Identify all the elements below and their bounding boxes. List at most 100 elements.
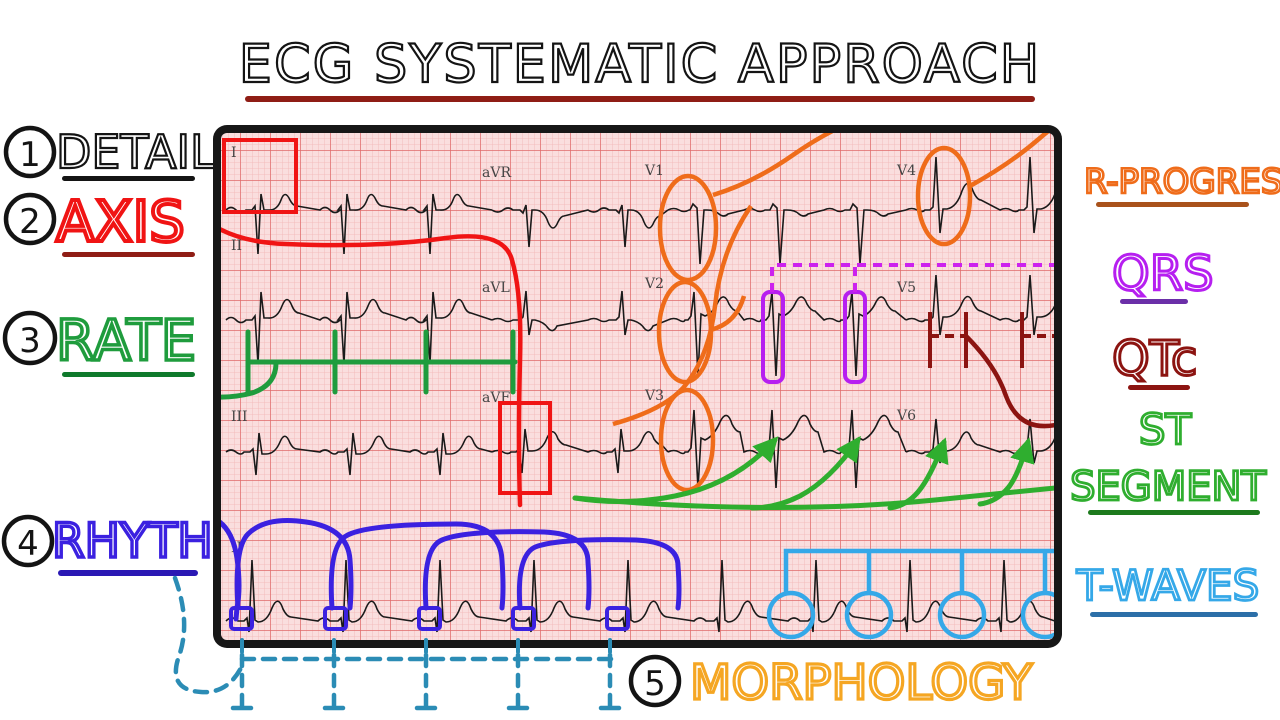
annotation-legend: R-PROGRESS QRS QTc ST SEGMENT T-WAVE — [1069, 161, 1280, 617]
step-number-5: 5 — [644, 664, 666, 704]
trace-lead-V5 — [905, 274, 1054, 336]
p-wave-box-4 — [511, 606, 536, 631]
trace-lead-V1 — [667, 202, 907, 265]
p-wave-box-3 — [417, 606, 442, 631]
trace-lead-aVF — [491, 428, 669, 474]
step-rate[interactable]: 3 RATE — [2, 307, 198, 377]
trace-lead-aVL — [491, 290, 669, 336]
t-wave-bracket — [783, 548, 1054, 594]
trace-lead-V6 — [905, 418, 1054, 464]
legend-label-st: ST — [1139, 405, 1192, 454]
r-progress-leader-2 — [968, 133, 1054, 188]
annotation-morphology-calipers[interactable] — [172, 575, 622, 711]
annotation-rate-calipers[interactable] — [196, 329, 518, 400]
p-wave-box-2 — [323, 606, 348, 631]
r-progress-ellipse-V3 — [658, 387, 716, 493]
legend-qtc[interactable]: QTc — [1111, 330, 1199, 390]
r-progress-leader-1 — [712, 133, 912, 198]
lead-label-V6: V6 — [896, 408, 916, 424]
rate-leader-line — [221, 360, 279, 400]
trace-lead-V4 — [905, 156, 1054, 234]
legend-label-t-waves: T-WAVES — [1076, 561, 1259, 610]
p-wave-box-1 — [229, 606, 254, 631]
legend-label-qtc: QTc — [1112, 331, 1197, 387]
step-underline-details — [62, 176, 195, 181]
r-progress-ellipse-V1 — [657, 173, 719, 283]
r-progress-leader-4 — [709, 295, 747, 333]
lead-label-V2: V2 — [644, 276, 664, 292]
trace-lead-II — [225, 291, 493, 365]
rhythm-loop-3 — [328, 521, 506, 611]
lead-label-II: II — [231, 238, 242, 254]
page-title-group: ECG SYSTEMATIC APPROACH — [238, 33, 1041, 102]
trace-rhythm-II — [225, 559, 1054, 633]
legend-underline-qrs — [1120, 299, 1188, 304]
ecg-graph-paper — [221, 133, 1054, 640]
legend-underline-st-segment — [1088, 510, 1260, 515]
legend-r-progress[interactable]: R-PROGRESS — [1083, 161, 1280, 207]
annotation-qrs[interactable] — [761, 263, 1150, 384]
lead-label-aVL: aVL — [482, 280, 510, 296]
morphology-leader — [172, 575, 244, 695]
legend-label-segment: SEGMENT — [1070, 464, 1266, 510]
annotation-t-waves[interactable] — [766, 548, 1150, 640]
step-number-circle-5 — [628, 654, 682, 708]
r-progress-ellipse-V4 — [915, 145, 973, 247]
step-morphology[interactable]: 5 MORPHOLOGY — [628, 653, 1035, 713]
step-label-morphology: MORPHOLOGY — [690, 655, 1033, 711]
morphology-stubs — [240, 638, 612, 654]
annotation-rhythm[interactable] — [205, 513, 682, 631]
lead-label-V1: V1 — [644, 163, 664, 179]
step-underline-rhythm — [58, 570, 198, 576]
st-arrow-4 — [977, 437, 1035, 507]
page-title: ECG SYSTEMATIC APPROACH — [239, 34, 1041, 95]
step-axis[interactable]: 2 AXIS — [3, 188, 195, 257]
axis-curve-path — [221, 209, 523, 508]
step-details[interactable]: 1 DETAILS — [3, 124, 246, 181]
step-label-rate: RATE — [56, 309, 196, 374]
lead-label-V4: V4 — [896, 163, 916, 179]
annotation-st-segment[interactable] — [572, 435, 1075, 511]
lead-label-III: III — [231, 409, 248, 425]
lead-label-I: I — [231, 145, 237, 161]
legend-t-waves[interactable]: T-WAVES — [1074, 560, 1261, 617]
step-underline-rate — [62, 372, 195, 377]
legend-underline-r-progress — [1096, 202, 1249, 207]
ecg-monitor: I aVR V1 V4 II aVL V2 — [196, 105, 1154, 648]
annotation-r-progression[interactable] — [612, 105, 1154, 493]
legend-label-r-progress: R-PROGRESS — [1084, 162, 1280, 202]
page-title-underline — [245, 96, 1035, 102]
rhythm-p-wave-boxes — [229, 606, 630, 631]
annotation-qtc[interactable] — [928, 312, 1058, 368]
step-number-3: 3 — [19, 321, 41, 361]
rhythm-loop-5 — [516, 537, 682, 611]
legend-underline-qtc — [1128, 385, 1190, 390]
step-number-circle-2 — [3, 192, 57, 246]
rhythm-loop-2 — [234, 518, 354, 611]
annotation-details-boxes[interactable] — [222, 138, 552, 495]
step-number-circle-1 — [3, 125, 57, 179]
ecg-row-1: I aVR V1 V4 — [225, 145, 1054, 265]
legend-label-qrs: QRS — [1112, 246, 1214, 302]
trace-lead-aVR — [491, 204, 669, 248]
step-label-axis: AXIS — [56, 190, 185, 255]
legend-st-segment[interactable]: ST SEGMENT — [1069, 404, 1268, 515]
ecg-traces: I aVR V1 V4 II aVL V2 — [196, 105, 1154, 640]
qtc-leader-out[interactable] — [963, 333, 1060, 429]
step-number-circle-4 — [1, 514, 55, 568]
st-arrow-3 — [887, 437, 949, 511]
annotation-axis-curve[interactable] — [196, 209, 523, 508]
legend-qrs[interactable]: QRS — [1111, 245, 1215, 304]
r-progress-leader-3 — [612, 204, 753, 427]
details-box-lead-I — [222, 138, 298, 214]
lead-label-V5: V5 — [896, 280, 916, 296]
details-box-lead-aVF — [498, 401, 552, 495]
step-underline-axis — [62, 252, 195, 257]
trace-lead-I — [225, 193, 493, 255]
st-leader-out — [572, 483, 1054, 511]
legend-underline-t-waves — [1090, 612, 1258, 617]
t-wave-circle-1 — [766, 590, 816, 640]
step-number-2: 2 — [19, 202, 41, 242]
